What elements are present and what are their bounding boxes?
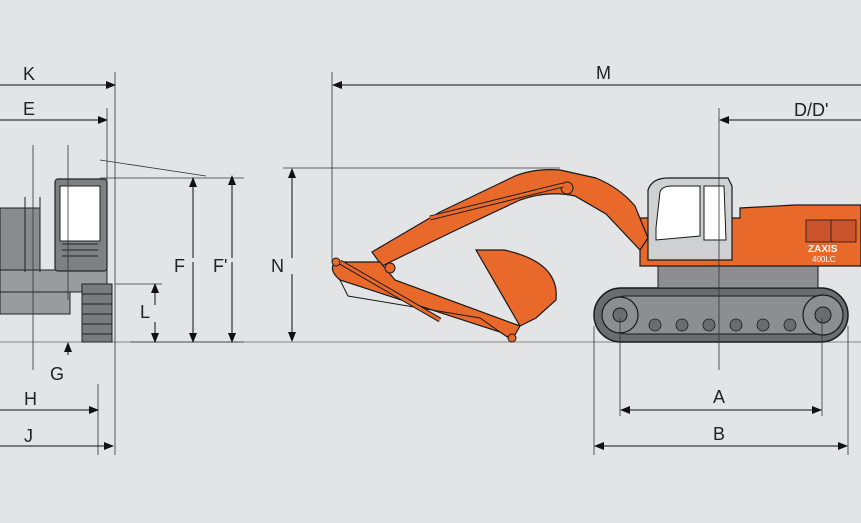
label-g: G [50,364,64,384]
label-l: L [140,302,150,322]
side-extension-lines [283,72,849,455]
label-e: E [23,99,35,119]
label-f-prime: F' [213,256,227,276]
front-body [0,207,41,279]
turntable [657,265,819,289]
brand-badge: ZAXIS [808,244,838,255]
front-view [0,178,113,343]
label-k: K [23,64,35,84]
model-badge: 400LC [812,255,836,264]
label-f: F [174,256,185,276]
front-cab-window [59,185,101,242]
cab-window [655,185,701,241]
label-d-d-prime: D/D' [794,100,828,120]
side-dimension-arrows [288,81,861,450]
boom [371,169,649,267]
bucket [474,249,557,327]
label-b: B [713,424,725,444]
label-m: M [596,63,611,83]
front-undercarriage [0,291,71,315]
side-view: ZAXIS 400LC [331,169,861,343]
front-track [81,283,113,343]
label-a: A [713,387,725,407]
label-h: H [24,389,37,409]
label-n: N [271,256,284,276]
front-dimension-arrows [0,81,236,450]
label-j: J [24,426,33,446]
